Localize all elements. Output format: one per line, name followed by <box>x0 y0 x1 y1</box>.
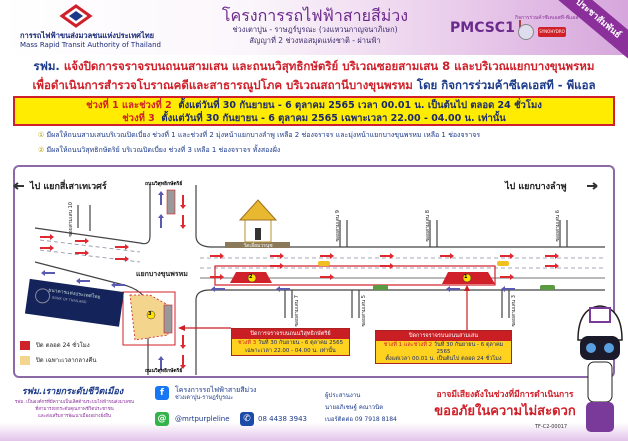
callout-date: วันที่ 30 กันยายน - 6 ตุลาคม 2565 <box>433 342 504 355</box>
soi-label: ซอยสามเสน 3 <box>511 295 517 327</box>
closure-outline <box>214 265 496 286</box>
note-2: ② มีผลให้ถนนวิสุทธิกษัตริย์ บริเวณปิดเบี… <box>38 145 280 156</box>
callout-line: ช่วงที่ 1 และช่วงที่ 2 วันที่ 30 กันยายน… <box>376 341 511 355</box>
direction-right-label: ไป แยกบางลำพู <box>505 182 567 192</box>
jv-label: กิจการร่วมค้าซีเคเอสที-พีแอล <box>515 15 579 21</box>
car-icons <box>318 261 555 290</box>
header-banner: การรถไฟฟ้าขนส่งมวลชนแห่งประเทศไทย Mass R… <box>0 0 628 66</box>
soi-label: ซอยสามเสน 5 <box>361 295 367 327</box>
slogan: รฟม.เรายกระดับชีวิตเมือง <box>21 387 124 397</box>
phone-number: 08 4438 3943 <box>258 415 307 423</box>
headline-purpose: เพื่อดำเนินการสำรวจโบราณคดีและสาธารณูปโภ… <box>32 78 413 92</box>
schedule-period: ช่วงที่ 1 และช่วงที่ 2 <box>86 100 172 111</box>
callout-wisut-closure: ปิดการจราจรบนถนนวิสุทธิกษัตริย์ ช่วงที่ … <box>231 328 350 356</box>
slogan-sub: และส่งเสริมการพัฒนาเมืองอย่างยั่งยืน <box>37 414 111 419</box>
legend-label: ปิด เฉพาะเวลากลางคืน <box>36 357 97 364</box>
direction-left-label: ไป แยกสี่เสาเทเวศร์ <box>30 182 107 192</box>
headline-text: แจ้งปิดการจราจรบนถนนสามเสน และถนนวิสุทธิ… <box>63 59 595 73</box>
bank-of-thailand-building <box>24 278 124 327</box>
barrier <box>163 304 173 334</box>
project-subtitle-2: สัญญาที่ 2 ช่วงหอสมุดแห่งชาติ - ผ่านฟ้า <box>249 36 381 45</box>
callout-title: ปิดการจราจรบนถนนสามเสน <box>376 331 511 341</box>
marker-3-icon <box>146 310 156 320</box>
marker-2-icon <box>247 273 257 283</box>
soi-label: ซอยสามเสน 6 <box>555 210 561 242</box>
marker-2-label: 2 <box>249 274 253 280</box>
org-name-en: Mass Rapid Transit Authority of Thailand <box>20 41 161 49</box>
coordinator-name: นายอภิเชษฐ์ คณาวนิต <box>325 404 384 411</box>
ckst-logo-icon <box>518 24 534 40</box>
footer <box>0 380 628 441</box>
coordinator-phone: เบอร์ติดต่อ 09 7918 8184 <box>325 416 397 423</box>
headline-line-2: เพื่อดำเนินการสำรวจโบราณคดีและสาธารณูปโภ… <box>0 77 628 95</box>
mascot-icon <box>577 305 623 432</box>
marker-1-label: 1 <box>464 274 468 280</box>
facebook-page-sub: ช่วงเตาปูน-ราษฎร์บูรณะ <box>175 395 234 401</box>
facebook-page-name[interactable]: โครงการรถไฟฟ้าสายสีม่วง <box>175 386 257 394</box>
noise-warning: อาจมีเสียงดังในช่วงที่มีการดำเนินการ <box>436 390 574 400</box>
apology-text: ขออภัยในความไม่สะดวก <box>434 404 576 419</box>
schedule-row: ช่วงที่ 1 และช่วงที่ 2 ตั้งแต่วันที่ 30 … <box>15 99 613 112</box>
arrow-right-icon <box>587 182 598 190</box>
headline-prefix: รฟม. <box>33 59 60 73</box>
note-number: ① <box>38 131 45 139</box>
legend-item: ปิด ตลอด 24 ชั่วโมง <box>20 340 90 350</box>
marker-1-icon <box>462 273 472 283</box>
note-number: ② <box>38 146 45 154</box>
coordinator-title: ผู้ประสานงาน <box>325 392 361 399</box>
soi-label: ซอยสามเสน 8 <box>425 210 431 242</box>
closure-outline-3 <box>122 291 176 346</box>
facebook-icon[interactable]: f <box>155 386 169 400</box>
line-icon[interactable]: @ <box>155 412 169 426</box>
line-id[interactable]: @mrtpurpleline <box>175 415 230 423</box>
schedule-box: ช่วงที่ 1 และช่วงที่ 2 ตั้งแต่วันที่ 30 … <box>13 96 615 126</box>
legend-swatch <box>20 341 30 350</box>
temple-icon <box>225 199 290 248</box>
slogan-sub: รฟม. เป็นองค์กรที่มีความเป็นเลิศด้านระบบ… <box>14 400 135 405</box>
marker-3-label: 3 <box>148 311 152 317</box>
road-label-top: ถนนวิสุทธิกษัตริย์ <box>145 181 183 187</box>
soi-label: ซอยสามเสน 10 <box>68 202 74 237</box>
note-text: มีผลให้ถนนสามเสนบริเวณปิดเบี่ยง ช่วงที่ … <box>46 131 481 139</box>
org-name-th: การรถไฟฟ้าขนส่งมวลชนแห่งประเทศไทย <box>20 31 155 40</box>
callout-title: ปิดการจราจรบนถนนวิสุทธิกษัตริย์ <box>232 329 349 339</box>
temple-label: วัดเอี่ยมวรนุช <box>243 243 273 249</box>
headline-contractor: โดย กิจการร่วมค้าซีเคเอสที - พีแอล <box>416 78 596 92</box>
callout-time: เฉพาะเวลา 22.00 - 04.00 น. เท่านั้น <box>245 348 336 354</box>
soi-label: ซอยสามเสน 9 <box>335 210 341 242</box>
mrta-logo-icon <box>59 4 93 28</box>
note-1: ① มีผลให้ถนนสามเสนบริเวณปิดเบี่ยง ช่วงที… <box>38 130 480 141</box>
intersection-label: แยกบางขุนพรหม <box>136 270 188 278</box>
schedule-period: ช่วงที่ 3 <box>122 113 155 124</box>
arrow-left-icon <box>13 182 24 190</box>
callout-line: ช่วงที่ 3 วันที่ 30 กันยายน - 6 ตุลาคม 2… <box>232 339 349 347</box>
phone-icon: ✆ <box>240 412 254 426</box>
traffic-arrows-red <box>40 195 559 369</box>
document-code: TF-C2-00017 <box>535 424 568 430</box>
legend-swatch <box>20 356 30 365</box>
schedule-detail: ตั้งแต่วันที่ 30 กันยายน - 6 ตุลาคม 2565… <box>178 100 542 111</box>
callout-date: วันที่ 30 กันยายน - 6 ตุลาคม 2565 <box>257 340 344 346</box>
callout-period: ช่วงที่ 3 <box>237 340 257 346</box>
schedule-row: ช่วงที่ 3 ตั้งแต่วันที่ 30 กันยายน - 6 ต… <box>15 112 613 125</box>
schedule-detail: ตั้งแต่วันที่ 30 กันยายน - 6 ตุลาคม 2565… <box>161 113 506 124</box>
callout-time: ตั้งแต่เวลา 00.01 น. เป็นต้นไป ตลอด 24 ช… <box>385 356 502 362</box>
project-subtitle-1: ช่วงเตาปูน - ราษฎร์บูรณะ (วงแหวนกาญจนาภิ… <box>232 25 398 34</box>
headline-line-1: รฟม. แจ้งปิดการจราจรบนถนนสามเสน และถนนวิ… <box>0 58 628 76</box>
soi-label: ซอยสามเสน 7 <box>294 295 300 327</box>
traffic-arrows-blue <box>41 191 515 370</box>
road-label-bottom: ถนนวิสุทธิกษัตริย์ <box>145 368 183 374</box>
callout-period: ช่วงที่ 1 และช่วงที่ 2 <box>383 342 433 348</box>
callout-samsen-closure: ปิดการจราจรบนถนนสามเสน ช่วงที่ 1 และช่วง… <box>375 330 512 364</box>
slogan-sub: ที่สามารถยกระดับคุณภาพชีวิตประชาชน <box>35 407 114 412</box>
contractor-badge: SYNOHYDRO <box>538 27 566 37</box>
project-title: โครงการรถไฟฟ้าสายสีม่วง <box>221 8 409 25</box>
barrier <box>166 189 176 215</box>
legend-item: ปิด เฉพาะเวลากลางคืน <box>20 355 97 365</box>
note-text: มีผลให้ถนนวิสุทธิกษัตริย์ บริเวณปิดเบี่ย… <box>46 146 281 154</box>
legend-label: ปิด ตลอด 24 ชั่วโมง <box>36 342 90 349</box>
